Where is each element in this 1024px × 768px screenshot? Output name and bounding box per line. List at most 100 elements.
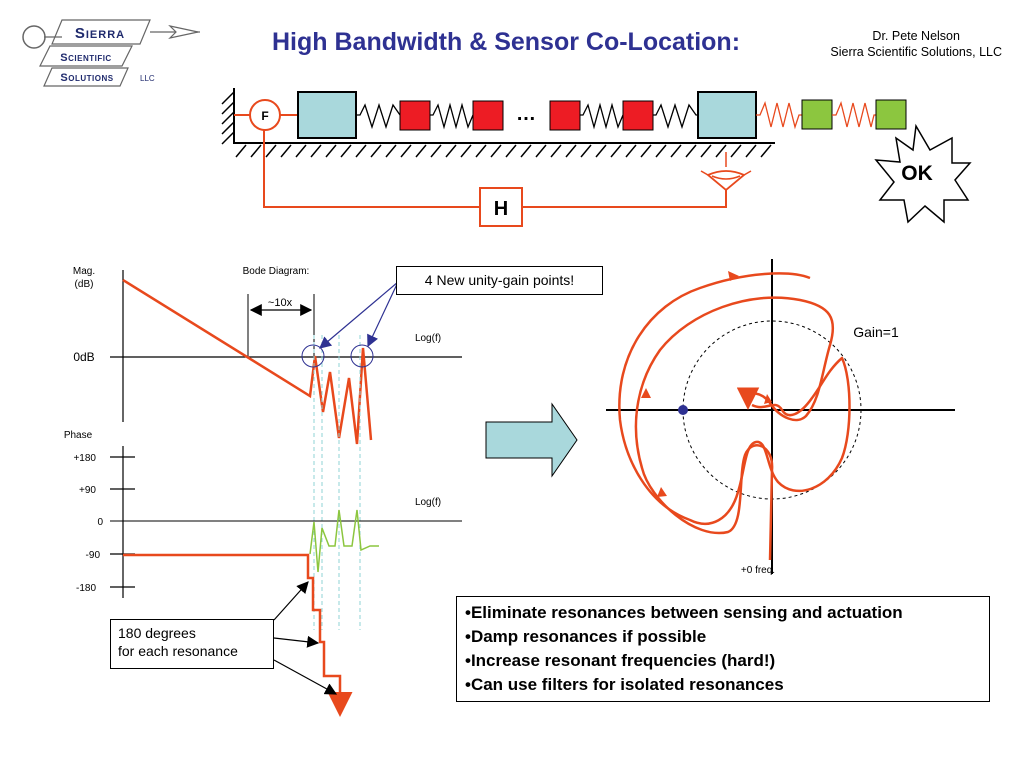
feedback-line: [522, 190, 727, 208]
ground-hatch-mark: [655, 144, 667, 158]
mass-blue-left: [297, 91, 357, 139]
bode-diagram: Mag. (dB) Bode Diagram: Log(f) 0dB ~10x …: [64, 266, 462, 717]
ground-hatch-mark: [340, 144, 352, 158]
phase-tick: 0: [97, 517, 103, 528]
ground-hatch-mark: [505, 144, 517, 158]
logo-line2: Scientific: [60, 52, 111, 64]
bullet-item: •Increase resonant frequencies (hard!): [465, 651, 776, 670]
logf-mag-label: Log(f): [415, 333, 441, 344]
logo-line1: Sierra: [75, 25, 125, 42]
controller-label: H: [494, 198, 508, 220]
ground-hatch-mark: [415, 144, 427, 158]
ground-hatch-mark: [370, 144, 382, 158]
author-block: Dr. Pete Nelson Sierra Scientific Soluti…: [830, 28, 1002, 60]
ground-hatch-mark: [715, 144, 727, 158]
nyquist-curve: [634, 296, 835, 561]
ground-hatch-mark: [760, 144, 772, 158]
mechanism-diagram: F … H OK: [221, 88, 972, 227]
ok-label: OK: [901, 162, 933, 185]
feedback-line: [263, 130, 480, 208]
ground-hatch-mark: [610, 144, 622, 158]
ground-hatch-mark: [685, 144, 697, 158]
note-line-1: 180 degrees: [118, 625, 196, 641]
ground-hatch-mark: [700, 144, 712, 158]
unity-gain-circle: [350, 344, 374, 368]
ground-hatch-mark: [385, 144, 397, 158]
ground-hatch-mark: [460, 144, 472, 158]
spring: [580, 102, 624, 130]
unity-gain-callout: 4 New unity-gain points!: [396, 266, 603, 295]
ground-hatch-mark: [535, 144, 547, 158]
note-line-2: for each resonance: [118, 643, 238, 659]
ground-hatch-mark: [430, 144, 442, 158]
bode-title: Bode Diagram:: [243, 266, 310, 277]
ground-hatch-mark: [550, 144, 562, 158]
ground-hatch-mark: [250, 144, 262, 158]
spring: [356, 102, 401, 130]
nyquist-plot: Gain=1 +0 freq.: [606, 259, 955, 576]
page-title: High Bandwidth & Sensor Co-Location:: [272, 28, 741, 56]
ground-hatch-mark: [565, 144, 577, 158]
ground-hatch-mark: [355, 144, 367, 158]
ground-hatch-mark: [520, 144, 532, 158]
decade-label: ~10x: [268, 297, 293, 309]
mag-unit: (dB): [75, 279, 94, 290]
ground-hatch-mark: [625, 144, 637, 158]
force-label: F: [261, 109, 268, 123]
ground-hatch-mark: [730, 144, 742, 158]
nyquist-curve: [618, 272, 851, 525]
critical-point: [678, 405, 688, 415]
phase-tick: +180: [73, 453, 96, 464]
ground-hatch-mark: [445, 144, 457, 158]
ground-hatch-mark: [235, 144, 247, 158]
magnitude-trace: [122, 278, 373, 445]
phase-label: Phase: [64, 430, 93, 441]
mass-blue-right: [697, 91, 757, 139]
ground-hatch-mark: [745, 144, 757, 158]
mag-label: Mag.: [73, 266, 95, 277]
sierra-logo: Sierra Scientific Solutions LLC: [22, 19, 200, 87]
phase-tick: -180: [76, 583, 96, 594]
ellipsis: …: [516, 103, 536, 125]
spring-red: [832, 100, 876, 128]
mass-green: [801, 99, 833, 130]
mass-red: [549, 100, 581, 131]
gain-label: Gain=1: [853, 324, 899, 340]
ground-hatch-mark: [295, 144, 307, 158]
bullet-item: •Damp resonances if possible: [465, 627, 707, 646]
phase-tick: -90: [86, 550, 101, 561]
spring-red: [756, 100, 802, 130]
ground-hatch-mark: [580, 144, 592, 158]
resonance-note: 180 degrees for each resonance: [110, 619, 274, 669]
phase-trace: [123, 553, 353, 717]
spring: [653, 102, 698, 130]
sensor-icon: [706, 170, 746, 192]
ground-hatch-mark: [475, 144, 487, 158]
phase-tick: +90: [79, 485, 96, 496]
ok-starburst: [874, 123, 972, 224]
ground-hatch-mark: [490, 144, 502, 158]
bullet-item: •Can use filters for isolated resonances: [465, 675, 784, 694]
unity-gain-circle: [301, 344, 325, 368]
logf-phase-label: Log(f): [415, 497, 441, 508]
logo-llc: LLC: [140, 74, 155, 83]
ground-hatch-mark: [670, 144, 682, 158]
spring: [430, 102, 474, 130]
phase-resonance-trace: [309, 509, 379, 573]
mass-red: [399, 100, 431, 131]
ground-hatch-mark: [310, 144, 322, 158]
zero-db-label: 0dB: [73, 350, 94, 364]
ground-hatch-mark: [280, 144, 292, 158]
big-arrow: [485, 402, 578, 478]
mass-red: [472, 100, 504, 131]
mass-red: [622, 100, 654, 131]
author-name: Dr. Pete Nelson: [872, 29, 960, 43]
freq-label: +0 freq.: [741, 565, 775, 576]
ground-hatch-mark: [265, 144, 277, 158]
mass-green: [875, 99, 907, 130]
logo-line3: Solutions: [60, 72, 113, 84]
ground-hatch-mark: [640, 144, 652, 158]
controller-box: [479, 187, 523, 227]
author-company: Sierra Scientific Solutions, LLC: [830, 45, 1002, 59]
